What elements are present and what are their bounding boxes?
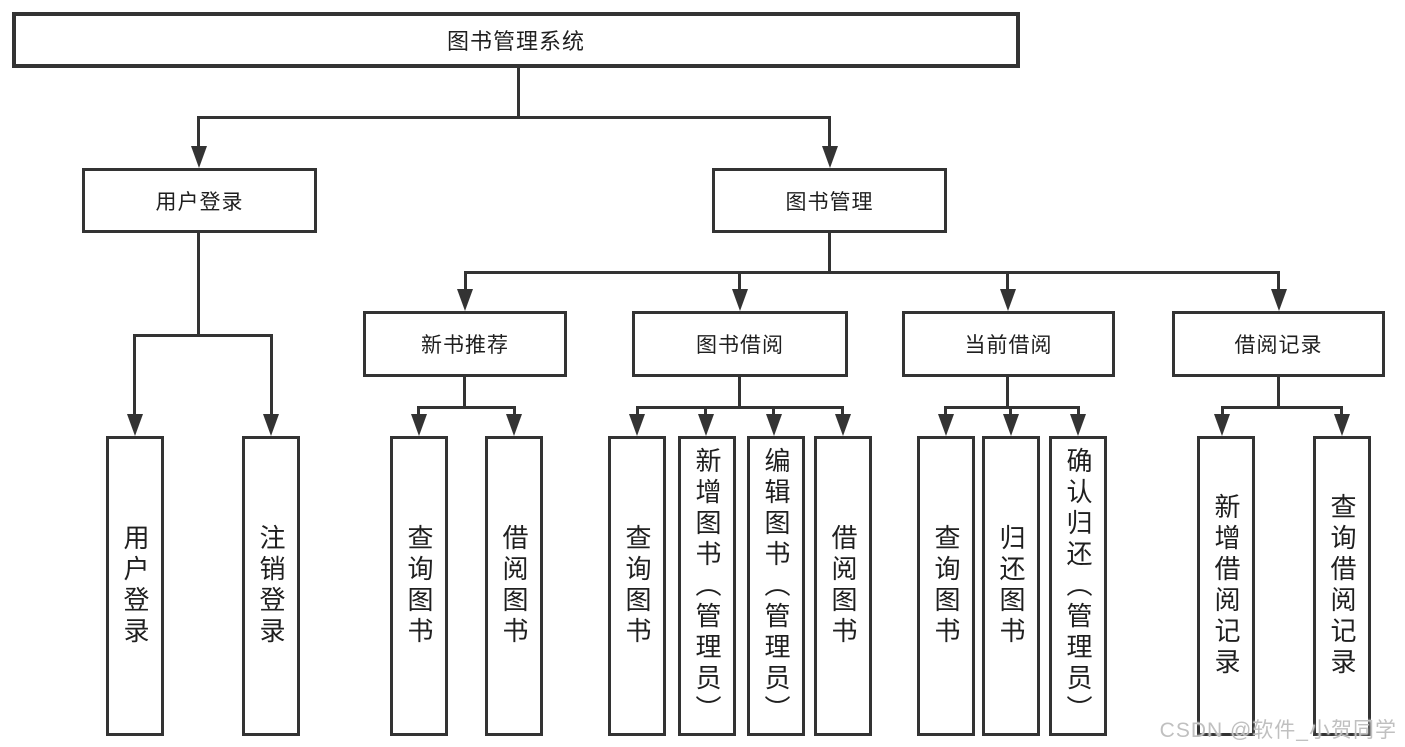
leaf-label: 归还图书: [996, 524, 1026, 648]
leaf-add-books-admin: 新增图书（管理员）: [678, 436, 736, 736]
arrowhead: [1000, 289, 1016, 311]
connector-rail: [1221, 406, 1343, 409]
node-borrow-records: 借阅记录: [1172, 311, 1385, 377]
connector-rail: [944, 406, 1080, 409]
leaf-label: 确认归还（管理员）: [1063, 446, 1093, 726]
connector-stem: [1221, 406, 1224, 418]
connector-stem: [636, 406, 639, 418]
connector-drop: [463, 377, 466, 409]
arrowhead: [1271, 289, 1287, 311]
arrowhead: [822, 146, 838, 168]
connector-stem: [464, 271, 467, 293]
leaf-query-books-recommend: 查询图书: [390, 436, 448, 736]
node-book-management: 图书管理: [712, 168, 947, 233]
connector-stem: [1009, 406, 1012, 418]
leaf-label: 借阅图书: [828, 524, 858, 648]
connector-stem: [1277, 271, 1280, 293]
connector-stem: [828, 116, 831, 150]
connector-stem: [841, 406, 844, 418]
leaf-query-books-borrow: 查询图书: [608, 436, 666, 736]
arrowhead: [457, 289, 473, 311]
leaf-label: 用户登录: [120, 524, 150, 648]
connector-stem: [513, 406, 516, 418]
arrowhead: [1003, 414, 1019, 436]
arrowhead: [1334, 414, 1350, 436]
arrowhead: [766, 414, 782, 436]
connector-drop: [197, 233, 200, 337]
connector-stem: [197, 116, 200, 150]
leaf-return-books: 归还图书: [982, 436, 1040, 736]
node-book-borrow: 图书借阅: [632, 311, 848, 377]
leaf-borrow-books: 借阅图书: [814, 436, 872, 736]
arrowhead: [938, 414, 954, 436]
node-user-login: 用户登录: [82, 168, 317, 233]
leaf-query-borrow-record: 查询借阅记录: [1313, 436, 1371, 736]
connector-rail: [133, 334, 273, 337]
arrowhead: [698, 414, 714, 436]
leaf-user-login: 用户登录: [106, 436, 164, 736]
leaf-add-borrow-record: 新增借阅记录: [1197, 436, 1255, 736]
leaf-label: 借阅图书: [499, 524, 529, 648]
node-root: 图书管理系统: [12, 12, 1020, 68]
arrowhead: [506, 414, 522, 436]
connector-root-drop: [517, 68, 520, 118]
arrowhead: [127, 414, 143, 436]
arrowhead: [1070, 414, 1086, 436]
leaf-edit-books-admin: 编辑图书（管理员）: [747, 436, 805, 736]
leaf-label: 查询图书: [931, 524, 961, 648]
connector-stem: [270, 334, 273, 418]
connector-drop: [738, 377, 741, 409]
connector-stem: [772, 406, 775, 418]
leaf-confirm-return-admin: 确认归还（管理员）: [1049, 436, 1107, 736]
leaf-label: 编辑图书（管理员）: [761, 446, 791, 726]
node-new-book-recommend: 新书推荐: [363, 311, 567, 377]
leaf-label: 新增图书（管理员）: [692, 446, 722, 726]
arrowhead: [835, 414, 851, 436]
arrowhead: [732, 289, 748, 311]
leaf-label: 新增借阅记录: [1211, 493, 1241, 679]
connector-stem: [133, 334, 136, 418]
connector-rail: [636, 406, 844, 409]
connector-stem: [738, 271, 741, 293]
leaf-label: 注销登录: [256, 524, 286, 648]
connector-rail: [417, 406, 516, 409]
connector-stem: [1077, 406, 1080, 418]
connector-drop: [1006, 377, 1009, 409]
arrowhead: [411, 414, 427, 436]
csdn-watermark: CSDN @软件_小贺同学: [1159, 719, 1397, 742]
connector-stem: [1006, 271, 1009, 293]
connector-drop: [828, 233, 831, 274]
arrowhead: [263, 414, 279, 436]
leaf-query-books-current: 查询图书: [917, 436, 975, 736]
connector-stem: [944, 406, 947, 418]
connector-root-rail: [197, 116, 831, 119]
arrowhead: [629, 414, 645, 436]
leaf-label: 查询图书: [622, 524, 652, 648]
connector-stem: [704, 406, 707, 418]
connector-stem: [417, 406, 420, 418]
leaf-borrow-books-recommend: 借阅图书: [485, 436, 543, 736]
arrowhead: [1214, 414, 1230, 436]
leaf-logout: 注销登录: [242, 436, 300, 736]
connector-drop: [1277, 377, 1280, 409]
leaf-label: 查询借阅记录: [1327, 493, 1357, 679]
connector-rail: [464, 271, 1280, 274]
arrowhead: [191, 146, 207, 168]
connector-stem: [1340, 406, 1343, 418]
node-current-borrow: 当前借阅: [902, 311, 1115, 377]
leaf-label: 查询图书: [404, 524, 434, 648]
